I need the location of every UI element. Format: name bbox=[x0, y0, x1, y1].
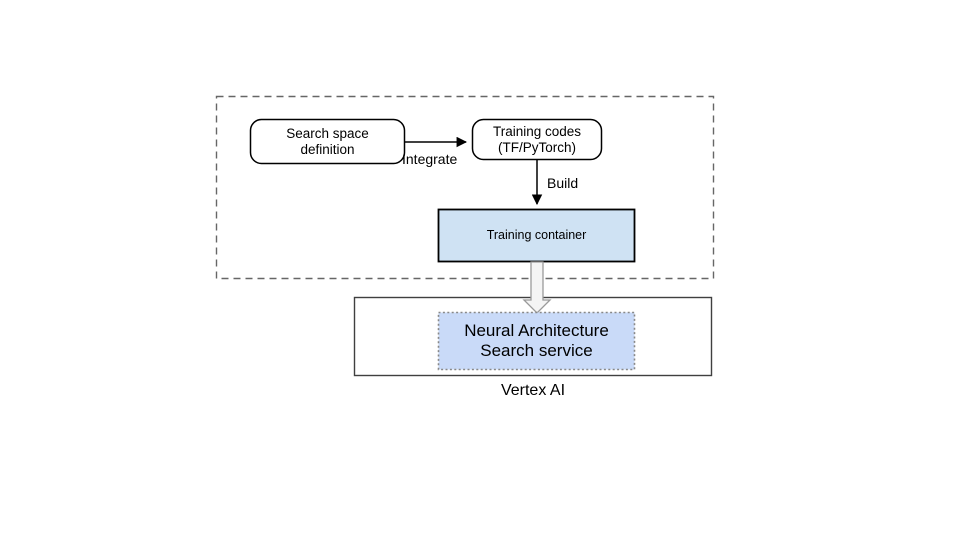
node-training-codes-box[interactable] bbox=[471, 118, 603, 161]
node-training-container-box[interactable] bbox=[437, 208, 636, 263]
dashed-group-container bbox=[215, 95, 715, 280]
node-search-space-box[interactable] bbox=[249, 118, 406, 165]
node-nas-service-box[interactable] bbox=[437, 311, 636, 371]
edge-deploy-block-arrow bbox=[522, 261, 552, 314]
